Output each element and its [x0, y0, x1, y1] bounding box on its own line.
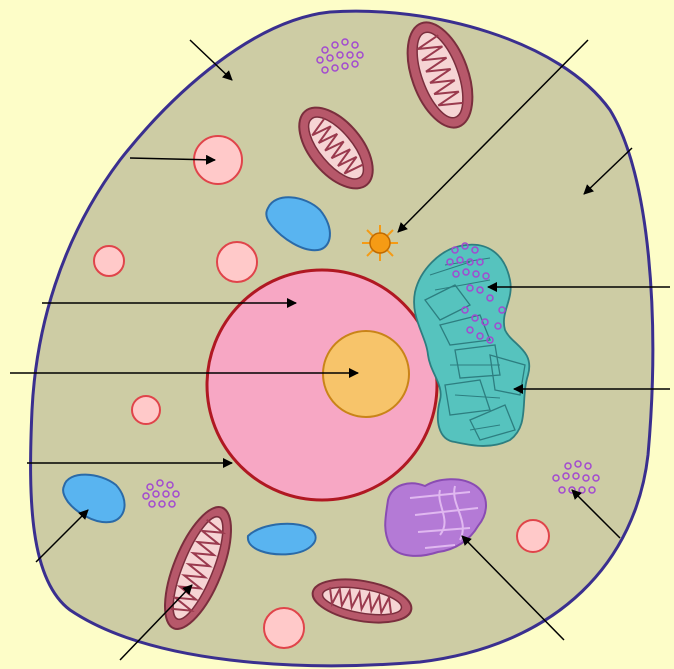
vesicle	[132, 396, 160, 424]
vacuole	[248, 524, 316, 555]
nucleolus	[323, 331, 409, 417]
centrosome	[362, 225, 398, 261]
vesicle	[517, 520, 549, 552]
vesicle	[264, 608, 304, 648]
vesicle	[217, 242, 257, 282]
vesicle	[94, 246, 124, 276]
